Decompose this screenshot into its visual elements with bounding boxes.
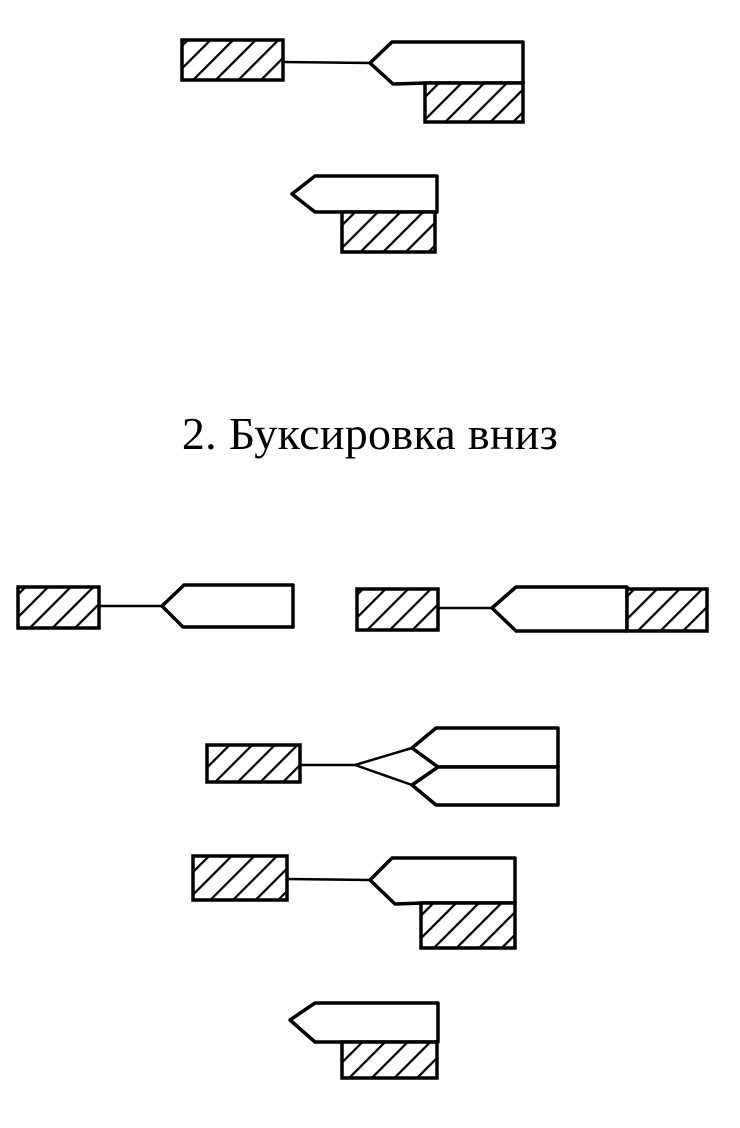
barge-lashed-alongside <box>423 81 525 124</box>
barge-towed <box>180 38 285 82</box>
tow-line <box>286 877 371 882</box>
tugboat <box>160 583 295 629</box>
tugboat <box>490 585 629 633</box>
barge-towed <box>16 585 101 630</box>
barge-lashed-alongside <box>340 210 437 254</box>
scheme-tow-with-alongside-barge-top <box>180 38 525 124</box>
tugboat <box>368 856 517 906</box>
tugboat <box>288 1001 440 1044</box>
barge-lashed-alongside <box>340 1040 439 1080</box>
tugboat <box>368 40 525 86</box>
barge-pushed <box>625 587 709 633</box>
scheme-single-tug-single-barge <box>16 583 295 630</box>
barge-towed <box>191 854 289 902</box>
section-heading: 2. Буксировка вниз <box>181 408 559 459</box>
tow-line <box>282 60 371 65</box>
barge-lashed-alongside <box>419 901 517 950</box>
scheme-two-tugs-one-barge <box>205 726 560 807</box>
bridle-line <box>354 746 413 787</box>
tugboat-lower <box>410 765 560 807</box>
barge-towed <box>355 587 440 632</box>
scheme-tow-with-alongside-barge-bottom <box>191 854 517 950</box>
tugboat-upper <box>410 726 560 769</box>
scheme-tug-with-lashed-barge-top <box>290 174 439 254</box>
scheme-single-tug-two-barges <box>355 585 709 633</box>
scheme-tug-with-lashed-barge-bottom <box>288 1001 440 1080</box>
barge-towed <box>205 743 302 784</box>
tugboat <box>290 174 439 214</box>
